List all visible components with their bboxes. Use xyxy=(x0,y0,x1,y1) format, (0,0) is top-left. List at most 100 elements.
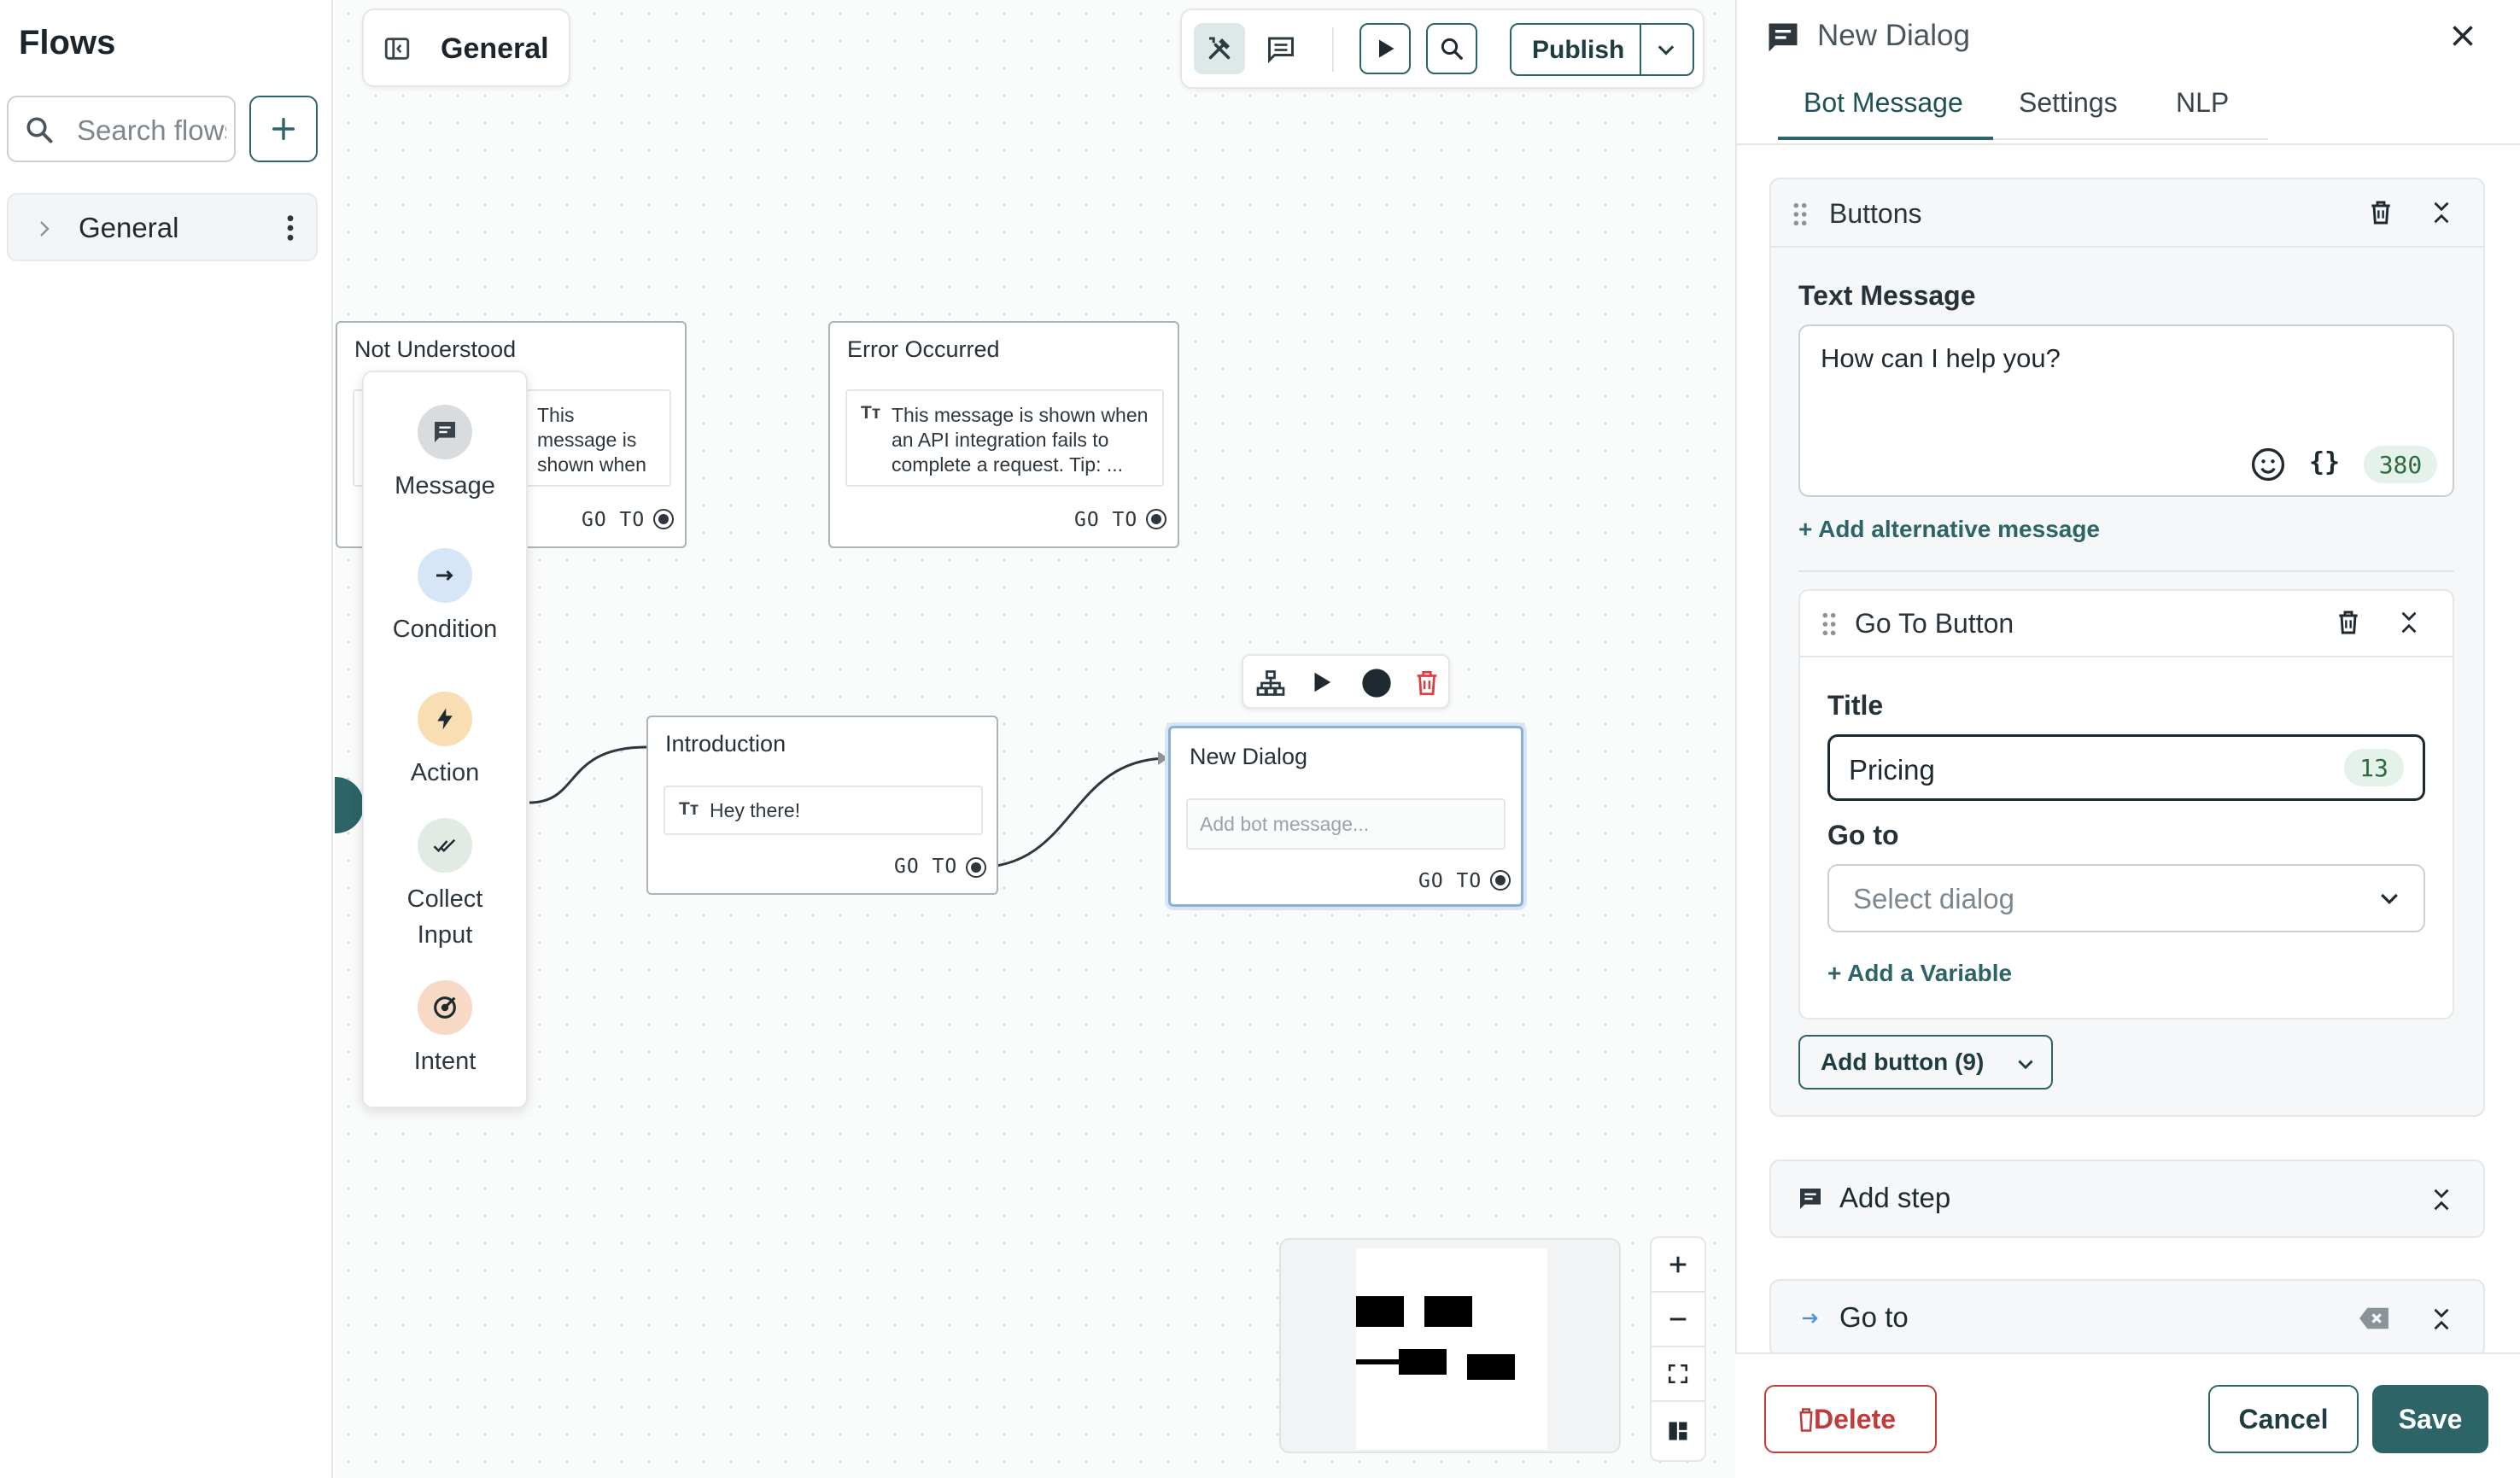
emoji-icon[interactable] xyxy=(2249,446,2287,483)
node-message-placeholder[interactable]: Add bot message... xyxy=(1186,798,1506,850)
play-icon xyxy=(1373,37,1397,61)
variable-braces-icon[interactable]: {} xyxy=(2309,447,2341,477)
drag-handle-icon[interactable] xyxy=(1821,611,1838,637)
palette-item-message[interactable]: Message xyxy=(364,405,526,504)
search-icon xyxy=(1439,36,1465,61)
flow-name: General xyxy=(441,32,549,65)
title-character-count-badge: 13 xyxy=(2344,749,2404,786)
trash-icon[interactable] xyxy=(1412,668,1441,698)
flow-item-general[interactable]: General xyxy=(7,193,318,261)
node-message-placeholder-text: Add bot message... xyxy=(1200,813,1370,835)
text-message-input[interactable]: How can I help you? {} 380 xyxy=(1798,324,2454,497)
backspace-icon[interactable] xyxy=(2357,1305,2391,1332)
dialog-node-error-occurred[interactable]: Error Occurred Tт This message is shown … xyxy=(828,321,1179,548)
output-port[interactable] xyxy=(966,857,986,878)
goto-label: GO TO xyxy=(1074,509,1138,531)
palette-item-label: Intent xyxy=(413,1048,477,1075)
node-message: Tт Hey there! xyxy=(664,786,983,835)
output-port[interactable] xyxy=(1146,509,1166,529)
goto-step-card[interactable]: Go to xyxy=(1769,1279,2485,1358)
dialog-node-new-dialog[interactable]: New Dialog Add bot message... GO TO xyxy=(1168,726,1523,907)
message-icon xyxy=(1764,19,1802,56)
button-title-input[interactable]: Pricing 13 xyxy=(1827,734,2425,801)
add-button-dropdown[interactable]: Add button (9) xyxy=(1798,1035,2053,1090)
canvas-search-button[interactable] xyxy=(1426,23,1477,74)
publish-button[interactable]: Publish xyxy=(1532,36,1625,64)
build-mode-button[interactable] xyxy=(1194,23,1245,74)
tab-nlp[interactable]: NLP xyxy=(2176,87,2230,118)
message-icon xyxy=(418,405,472,459)
minimap-viewport[interactable] xyxy=(1356,1248,1547,1450)
palette-item-label: Condition xyxy=(392,616,498,643)
add-variable-link[interactable]: + Add a Variable xyxy=(1827,960,2013,986)
search-icon xyxy=(24,114,55,145)
minimap[interactable] xyxy=(1279,1238,1621,1453)
layout-icon xyxy=(1666,1419,1690,1443)
color-dot-icon[interactable] xyxy=(1359,666,1394,700)
chevron-down-icon xyxy=(2014,1054,2038,1076)
text-type-icon: Tт xyxy=(861,403,881,423)
minimap-nodes xyxy=(1356,1296,1515,1380)
palette-item-label: Collect Input xyxy=(406,885,483,949)
node-title: Not Understood xyxy=(354,336,517,362)
hierarchy-icon[interactable] xyxy=(1255,668,1286,698)
test-run-button[interactable] xyxy=(1359,23,1411,74)
play-icon[interactable] xyxy=(1308,669,1334,695)
save-button[interactable]: Save xyxy=(2372,1385,2488,1453)
chevron-down-icon[interactable] xyxy=(1653,38,1679,62)
goto-label: GO TO xyxy=(894,856,958,878)
goto-step-label: Go to xyxy=(1839,1301,1909,1333)
add-step-card[interactable]: Add step xyxy=(1769,1160,2485,1238)
more-vertical-icon[interactable] xyxy=(280,213,301,242)
flow-name-chip[interactable]: General xyxy=(362,9,570,87)
node-message-text: This message is shown when an API integr… xyxy=(892,404,1149,476)
add-alternative-message-link[interactable]: + Add alternative message xyxy=(1798,516,2101,542)
tab-bot-message[interactable]: Bot Message xyxy=(1804,87,1963,118)
palette-item-collect-input[interactable]: Collect Input xyxy=(364,818,526,953)
trash-icon[interactable] xyxy=(2367,198,2394,227)
delete-dialog-button[interactable]: Delete xyxy=(1764,1385,1937,1453)
cancel-button[interactable]: Cancel xyxy=(2208,1385,2359,1453)
collapse-icon[interactable] xyxy=(2429,198,2454,227)
tab-settings[interactable]: Settings xyxy=(2019,87,2118,118)
node-title: Introduction xyxy=(665,731,786,757)
search-placeholder: Search flows xyxy=(77,114,226,146)
goto-dialog-placeholder: Select dialog xyxy=(1853,883,2014,914)
search-flows-input[interactable]: Search flows xyxy=(7,96,236,162)
output-port[interactable] xyxy=(653,509,674,529)
panel-title: New Dialog xyxy=(1817,19,1970,52)
comments-button[interactable] xyxy=(1255,23,1307,74)
sidebar-toggle-icon[interactable] xyxy=(383,34,412,63)
zoom-out-button[interactable] xyxy=(1652,1293,1704,1347)
auto-layout-button[interactable] xyxy=(1652,1404,1704,1458)
expand-icon[interactable] xyxy=(2429,1305,2454,1334)
palette-item-action[interactable]: Action xyxy=(364,692,526,791)
arrow-right-icon xyxy=(418,548,472,603)
sidebar-title: Flows xyxy=(19,24,116,61)
buttons-card-title: Buttons xyxy=(1829,198,1922,229)
drag-handle-icon[interactable] xyxy=(1792,202,1809,227)
goto-dialog-select[interactable]: Select dialog xyxy=(1827,864,2425,932)
close-icon[interactable] xyxy=(2447,20,2478,51)
fit-view-button[interactable] xyxy=(1652,1347,1704,1402)
output-port[interactable] xyxy=(1490,870,1511,891)
trash-icon[interactable] xyxy=(2335,608,2362,637)
zoom-in-button[interactable] xyxy=(1652,1238,1704,1293)
node-message-text: This message is shown when the bot did n… xyxy=(537,404,646,480)
button-title-value: Pricing xyxy=(1849,754,1935,786)
buttons-card-header: Buttons xyxy=(1771,179,2483,248)
node-title: New Dialog xyxy=(1190,744,1308,769)
active-tab-indicator xyxy=(1778,137,1993,140)
palette-item-condition[interactable]: Condition xyxy=(364,548,526,647)
section-divider xyxy=(1798,570,2454,572)
add-flow-button[interactable] xyxy=(249,96,318,162)
comment-icon xyxy=(1266,33,1296,64)
tools-icon xyxy=(1204,33,1235,64)
dialog-node-introduction[interactable]: Introduction Tт Hey there! GO TO xyxy=(646,716,998,895)
panel-divider xyxy=(1735,143,2520,145)
palette-item-intent[interactable]: Intent xyxy=(364,980,526,1079)
expand-icon[interactable] xyxy=(2429,1185,2454,1214)
collapse-icon[interactable] xyxy=(2396,608,2422,637)
chevron-down-icon xyxy=(2376,886,2403,912)
chevron-right-icon[interactable] xyxy=(34,217,55,241)
